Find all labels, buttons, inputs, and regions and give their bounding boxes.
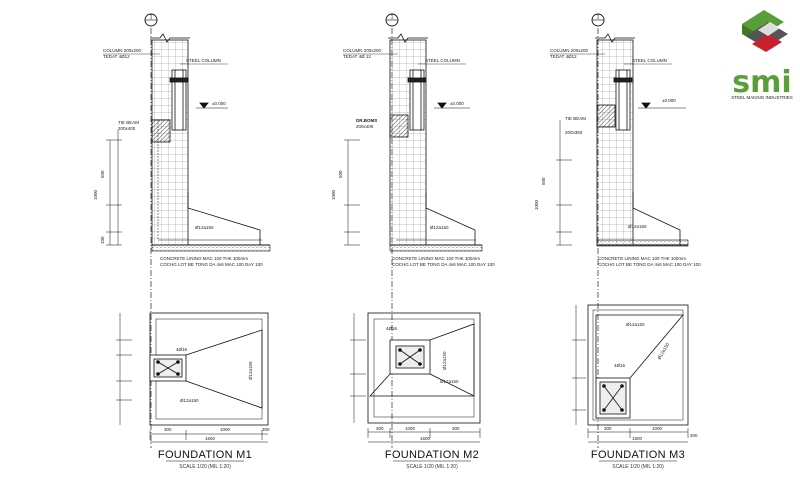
column-label: COLUMN 200x200 xyxy=(103,48,142,53)
tie-beam-size: 200x350 xyxy=(565,130,583,135)
steel-column-label: STEEL COLUMN xyxy=(632,58,667,63)
grid-axes xyxy=(150,28,599,448)
dim-label: 500 xyxy=(100,170,105,178)
plan-m1 xyxy=(116,312,269,443)
footing-rebar-label: Ø12a150 xyxy=(430,225,449,230)
footing-rebar-label: Ø12a150 xyxy=(195,225,214,230)
plan-m2-labels: 4Ø16 Ø12a150 Ø12a150 300 1000 300 1600 F… xyxy=(376,326,479,470)
rebar-label: Ø12a150 xyxy=(248,361,253,380)
tie-beam-label: TIE BEAM xyxy=(565,116,586,121)
rebar-label: 4Ø16 xyxy=(176,347,188,352)
plan-scale: SCALE 1/20 (MIL 1:20) xyxy=(179,464,231,470)
grid-marker-label: 1 xyxy=(391,15,394,21)
concrete-note: CONCRETE LINING MAC 100 THK 100mm xyxy=(392,256,480,261)
dim-label: 1000 xyxy=(331,189,336,200)
section-m2 xyxy=(344,33,483,252)
dim-total: 1600 xyxy=(632,436,643,441)
section-m3 xyxy=(556,33,689,247)
logo-tagline: STEEL MAKING INDUSTRIES xyxy=(731,95,793,100)
grid-marker-m1: 1 xyxy=(144,13,158,27)
level-label: ±0.000 xyxy=(662,98,676,103)
dim-label: 500 xyxy=(541,177,546,185)
section-m2-labels: COLUMN 200x200 TEDAT 4Ø 12 STEEL COLUMN … xyxy=(331,48,495,267)
rebar-label: 4Ø16 xyxy=(614,363,626,368)
dim-total: 1600 xyxy=(205,436,216,441)
dim-label: 1000 xyxy=(405,426,416,431)
dim-label: 300 xyxy=(604,426,612,431)
concrete-note: CONCRETE LINING MAC 100 THK 100mm xyxy=(160,256,248,261)
concrete-note-2: COCHG LOT BE TONG DA 4x6 MAC 100 DAY 100 xyxy=(160,262,263,267)
dim-label: 1000 xyxy=(534,199,539,210)
column-rebar: TEDAT 4Ø12 xyxy=(103,54,130,59)
dim-label: 300 xyxy=(164,427,172,432)
plan-title: FOUNDATION M3 xyxy=(591,449,685,461)
tie-beam-size: 200x400 xyxy=(118,126,136,131)
tie-beam-label: DR.BOMS xyxy=(356,118,377,123)
column-label: COLUMN 200x200 xyxy=(550,48,589,53)
column-rebar: TEDAT 4Ø12 xyxy=(550,54,577,59)
steel-column-label: STEEL COLUMN xyxy=(186,58,221,63)
dim-total: 1600 xyxy=(420,436,431,441)
rebar-label: Ø12a150 xyxy=(626,322,645,327)
logo-brand-text: smi xyxy=(732,65,791,100)
level-label: ±0.000 xyxy=(212,101,226,106)
grid-marker-m3: 1 xyxy=(591,13,605,27)
dim-label: 300 xyxy=(376,426,384,431)
dim-label: 300 xyxy=(452,426,460,431)
plan-title: FOUNDATION M2 xyxy=(385,449,479,461)
concrete-note-2: COCHG LOT BE TONG DA 4x6 MAC 100 DAY 100 xyxy=(392,262,495,267)
plan-m1-labels: 4Ø16 Ø12a150 Ø12a150 300 1000 300 1600 F… xyxy=(158,347,270,470)
column-label: COLUMN 200x200 xyxy=(343,48,382,53)
plan-scale: SCALE 1/20 (MIL 1:20) xyxy=(406,464,458,470)
grid-marker-m2: 1 xyxy=(385,13,399,27)
dim-label: 300 xyxy=(690,433,698,438)
plan-m3-labels: 4Ø16 Ø12a150 Ø12a150 300 1000 300 1600 F… xyxy=(591,322,698,470)
section-m1 xyxy=(106,33,271,252)
plan-m3 xyxy=(572,304,689,443)
dim-label: 500 xyxy=(338,170,343,178)
plan-title: FOUNDATION M1 xyxy=(158,449,252,461)
rebar-label: Ø12a150 xyxy=(442,351,447,370)
rebar-label: Ø12a150 xyxy=(440,379,459,384)
concrete-note: CONCRETE LINING MAC 100 THK 100mm xyxy=(598,256,686,261)
grid-marker-label: 1 xyxy=(150,15,153,21)
section-m3-labels: COLUMN 200x200 TEDAT 4Ø12 STEEL COLUMN ±… xyxy=(534,48,701,267)
tie-beam-label: TIE BEAM xyxy=(118,120,139,125)
footing-rebar-label: Ø12a150 xyxy=(628,224,647,229)
rebar-label: 4Ø16 xyxy=(386,326,398,331)
dim-label: 1000 xyxy=(652,426,663,431)
grid-marker-label: 1 xyxy=(597,15,600,21)
tie-beam-size: 200x400 xyxy=(356,124,374,129)
level-label: ±0.000 xyxy=(450,101,464,106)
plan-scale: SCALE 1/20 (MIL 1:20) xyxy=(612,464,664,470)
dim-label: 1000 xyxy=(220,427,231,432)
logo-mark-icon xyxy=(742,10,788,52)
plan-m2 xyxy=(350,312,481,443)
dim-label: 300 xyxy=(262,427,270,432)
column-rebar: TEDAT 4Ø 12 xyxy=(343,54,371,59)
rebar-label: Ø12a150 xyxy=(180,398,199,403)
dim-label: 100 xyxy=(100,236,105,244)
steel-column-label: STEEL COLUMN xyxy=(425,58,460,63)
section-m1-labels: COLUMN 200x200 TEDAT 4Ø12 STEEL COLUMN ±… xyxy=(93,48,263,267)
dim-label: 1000 xyxy=(93,189,98,200)
company-logo: smi STEEL MAKING INDUSTRIES xyxy=(731,10,793,100)
concrete-note-2: COCHG LOT BE TONG DA 4x6 MAC 100 DAY 100 xyxy=(598,262,701,267)
